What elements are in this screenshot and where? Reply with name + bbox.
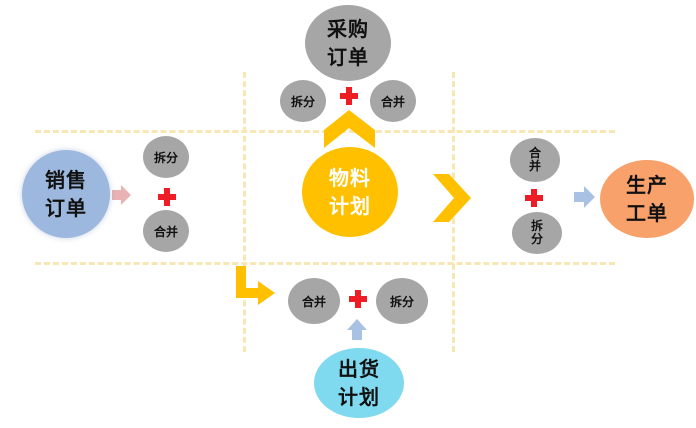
right-split-label: 拆 分 xyxy=(530,219,543,246)
sales-order-node: 销售 订单 xyxy=(22,150,110,238)
dashed-line-lower xyxy=(35,262,615,265)
left-plus-icon xyxy=(158,188,176,206)
dashed-line-left xyxy=(243,72,246,352)
left-split-node: 拆分 xyxy=(143,136,189,178)
right-merge-node: 合 并 xyxy=(510,138,560,182)
production-order-node: 生产 工单 xyxy=(600,160,694,238)
sales-order-label: 销售 订单 xyxy=(45,168,87,220)
arrow-right-pink-icon xyxy=(112,185,131,205)
shipping-plan-label: 出货 计划 xyxy=(338,357,380,409)
chevron-right-icon xyxy=(433,174,471,222)
purchase-order-node: 采购 订单 xyxy=(305,5,391,81)
bottom-split-label: 拆分 xyxy=(389,294,414,309)
elbow-arrow-icon xyxy=(236,266,275,305)
top-merge-label: 合并 xyxy=(380,94,405,109)
top-plus-icon xyxy=(340,87,358,105)
right-merge-label: 合 并 xyxy=(528,146,541,173)
bottom-merge-node: 合并 xyxy=(288,278,340,324)
purchase-order-label: 采购 订单 xyxy=(327,17,369,69)
bottom-split-node: 拆分 xyxy=(376,278,428,324)
right-plus-icon xyxy=(525,189,543,207)
chevron-up-icon xyxy=(324,110,375,148)
top-merge-node: 合并 xyxy=(370,80,416,122)
bottom-merge-label: 合并 xyxy=(301,294,326,309)
material-plan-node: 物料 计划 xyxy=(302,147,398,237)
bottom-plus-icon xyxy=(349,290,367,308)
arrow-right-blue-icon xyxy=(574,186,595,208)
left-merge-label: 合并 xyxy=(153,224,178,239)
left-merge-node: 合并 xyxy=(143,210,189,252)
production-order-label: 生产 工单 xyxy=(626,173,668,225)
left-split-label: 拆分 xyxy=(153,150,178,165)
top-split-node: 拆分 xyxy=(280,80,326,122)
top-split-label: 拆分 xyxy=(290,94,315,109)
arrow-up-blue-icon xyxy=(347,319,367,340)
right-split-node: 拆 分 xyxy=(512,212,562,254)
material-plan-label: 物料 计划 xyxy=(329,166,371,218)
shipping-plan-node: 出货 计划 xyxy=(314,348,404,418)
